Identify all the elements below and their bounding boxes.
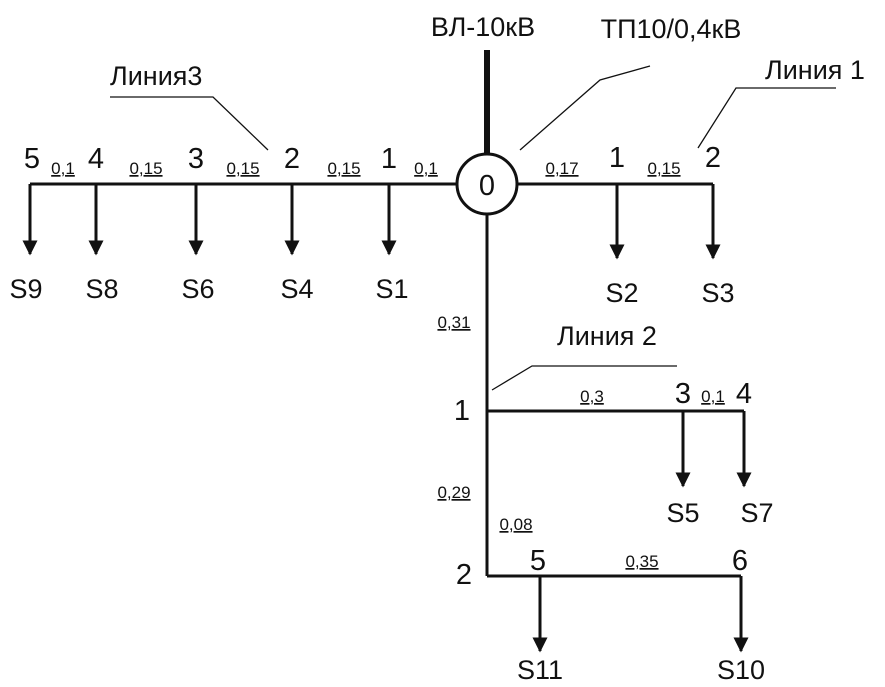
line2-label: Линия 2 [557,321,657,351]
seg-l2-0-1: 0,31 [437,313,470,332]
l2-node-3: 3 [675,378,691,410]
l1-node-1: 1 [609,142,625,174]
l2-node-6: 6 [732,545,748,577]
l3-node-1: 1 [381,143,397,175]
node-0-label: 0 [479,170,495,202]
l2-node-4: 4 [736,378,752,410]
seg-l3-2-3: 0,15 [226,159,259,178]
leader-line3 [110,96,269,151]
seg-l3-3-4: 0,15 [129,159,162,178]
load-s1: S1 [375,274,408,304]
load-s7: S7 [740,498,773,528]
leader-substation [519,65,651,151]
l3-node-5: 5 [24,143,40,175]
leader-line1 [697,87,836,149]
seg-l2-1-3: 0,3 [580,387,604,406]
supply-line-label: ВЛ-10кВ [431,12,535,42]
load-s3: S3 [701,278,734,308]
l2-node-2: 2 [456,559,472,591]
substation-label: ТП10/0,4кВ [601,14,742,44]
line1-label: Линия 1 [765,55,865,85]
seg-l3-1-2: 0,15 [327,159,360,178]
seg-l2-1-2: 0,29 [437,483,470,502]
seg-l1-0-1: 0,17 [545,159,578,178]
load-s11: S11 [517,655,563,685]
seg-l3-0-1: 0,1 [414,159,438,178]
substation-node [455,152,519,216]
line3-label: Линия3 [110,61,202,91]
seg-l2-2-5: 0,08 [499,515,532,534]
load-s4: S4 [280,274,313,304]
load-s6: S6 [181,274,214,304]
load-s9: S9 [9,274,42,304]
leader-line2 [491,365,677,391]
l2-node-5: 5 [530,545,546,577]
l3-node-3: 3 [188,143,204,175]
seg-l1-1-2: 0,15 [647,159,680,178]
load-s8: S8 [85,274,118,304]
load-s5: S5 [666,498,699,528]
seg-l2-5-6: 0,35 [625,552,658,571]
seg-l3-4-5: 0,1 [51,159,75,178]
seg-l2-3-4: 0,1 [701,387,725,406]
l3-node-4: 4 [88,143,104,175]
load-s10: S10 [717,655,765,685]
l3-node-2: 2 [284,143,300,175]
load-s2: S2 [605,278,638,308]
l1-node-2: 2 [705,142,721,174]
l2-node-1: 1 [454,395,470,427]
